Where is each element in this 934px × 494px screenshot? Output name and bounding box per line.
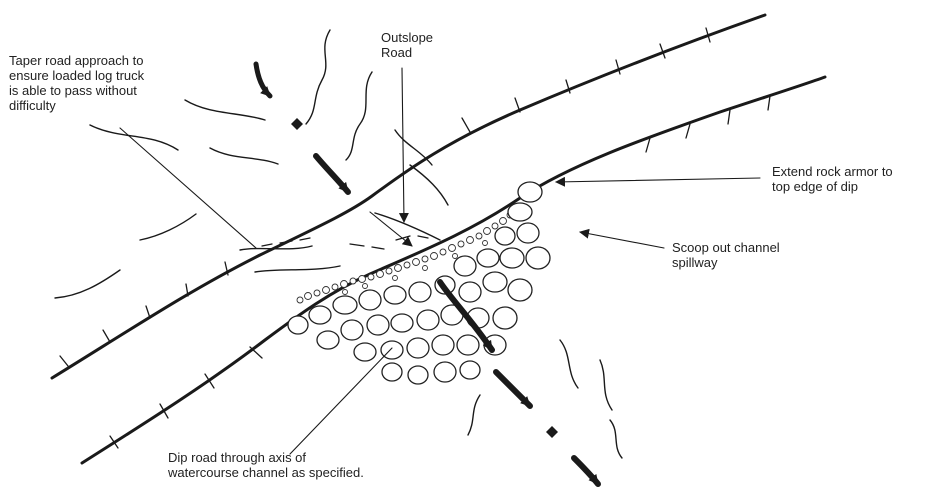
leader-dip: [290, 348, 392, 454]
leader-outslope: [402, 68, 404, 222]
flow-arrow-top: [256, 64, 270, 96]
label-scoop-spillway: Scoop out channel spillway: [672, 240, 780, 270]
flow-arrow-lower: [496, 372, 530, 406]
label-outslope-road: Outslope Road: [381, 30, 433, 60]
leader-lines: [120, 68, 760, 454]
flow-dot-upper: [291, 118, 303, 130]
leader-scoop: [580, 232, 664, 248]
flow-arrow-bottom: [574, 458, 598, 484]
leader-extend: [556, 178, 760, 182]
edge-hatching: [60, 28, 770, 448]
label-taper-road: Taper road approach to ensure loaded log…: [9, 53, 144, 113]
flow-arrows: [256, 64, 598, 484]
label-extend-rock-armor: Extend rock armor to top edge of dip: [772, 164, 893, 194]
flow-arrow-upper-mid: [316, 156, 348, 192]
leader-outslope-2: [370, 212, 412, 246]
leader-taper: [120, 128, 256, 248]
label-dip-road: Dip road through axis of watercourse cha…: [168, 450, 364, 480]
road-dashes: [262, 236, 428, 249]
road-lower-edge: [82, 77, 825, 463]
rock-armor: [288, 182, 550, 384]
flow-dot-lower: [546, 426, 558, 438]
